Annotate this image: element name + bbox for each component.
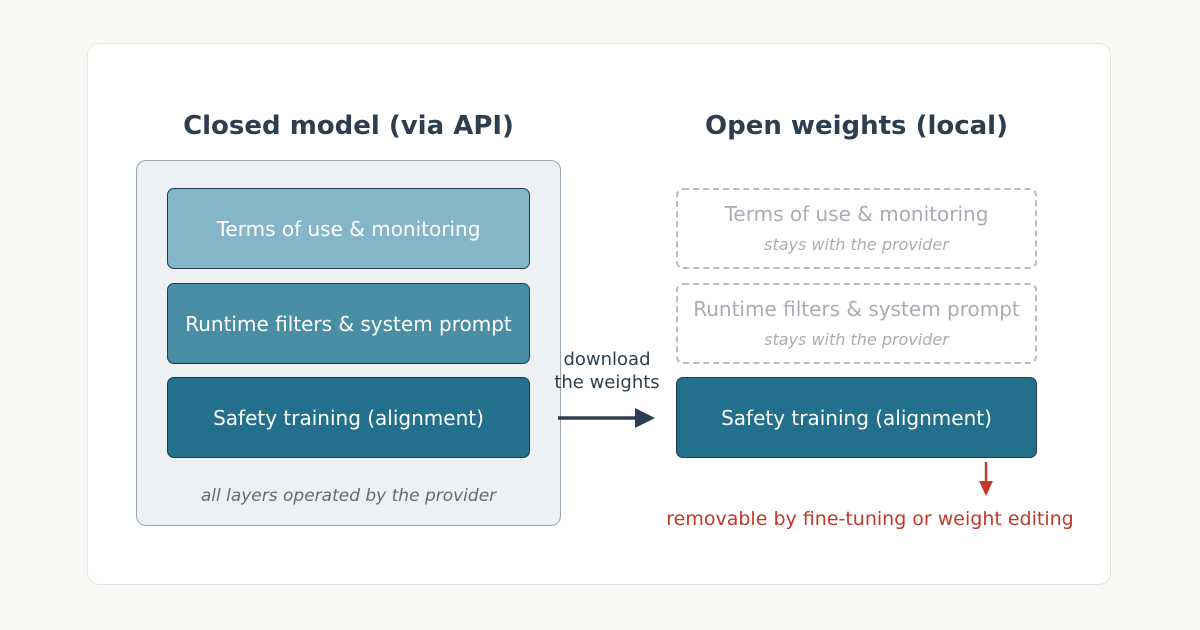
download-arrow [558,408,655,428]
removal-arrow [979,462,993,496]
closed-caption: all layers operated by the provider [200,486,497,506]
closed-layer-terms: Terms of use & monitoring [167,188,530,269]
open-ghost-terms-label: Terms of use & monitoring [724,202,989,226]
download-label-line2: the weights [554,372,660,393]
open-ghost-runtime-note: stays with the provider [764,330,949,349]
closed-layer-terms-label: Terms of use & monitoring [216,216,481,241]
open-ghost-terms: Terms of use & monitoring stays with the… [676,188,1037,269]
closed-layer-safety-label: Safety training (alignment) [213,405,484,430]
closed-layer-safety: Safety training (alignment) [167,377,530,458]
open-ghost-runtime: Runtime filters & system prompt stays wi… [676,283,1037,364]
open-weights-title: Open weights (local) [705,111,1008,141]
download-label-line1: download [563,349,651,370]
open-layer-safety: Safety training (alignment) [676,377,1037,458]
closed-model-title: Closed model (via API) [183,111,514,141]
removal-warning: removable by fine-tuning or weight editi… [666,508,1074,530]
closed-layer-runtime: Runtime filters & system prompt [167,283,530,364]
open-ghost-terms-note: stays with the provider [764,235,949,254]
closed-layer-runtime-label: Runtime filters & system prompt [185,311,512,336]
open-layer-safety-label: Safety training (alignment) [721,405,992,430]
open-ghost-runtime-label: Runtime filters & system prompt [693,297,1020,321]
download-label: download the weights [540,348,674,394]
